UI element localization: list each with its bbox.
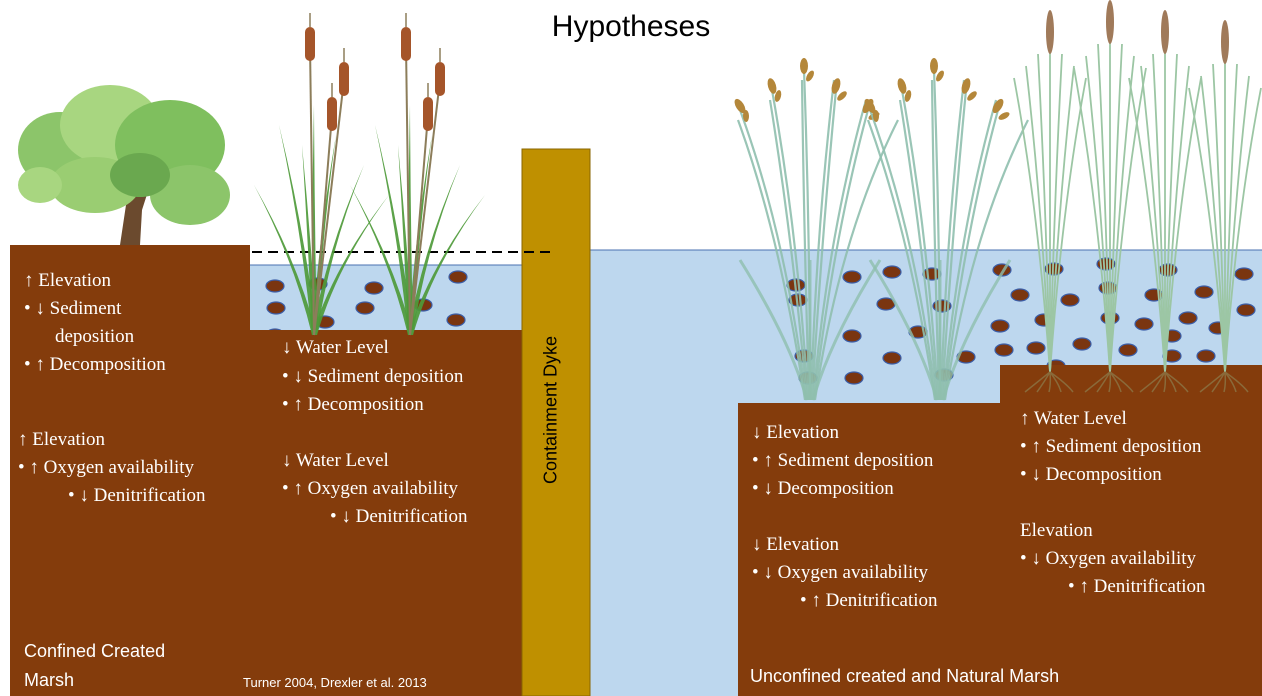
left-block2-bullet2: • ↓ Denitrification: [68, 485, 206, 506]
left-caption-line2: Marsh: [24, 670, 75, 690]
left-block2-bullet1: • ↑ Oxygen availability: [18, 457, 195, 478]
sediment-particle: [844, 371, 864, 385]
right-low-block1-bullet2: • ↓ Decomposition: [752, 478, 894, 499]
left-block1-bullet2: • ↑ Decomposition: [24, 354, 166, 375]
sediment-particle: [882, 265, 902, 279]
left-block1-bullet1: • ↓ Sediment: [24, 298, 122, 319]
sediment-particle: [446, 313, 466, 327]
sediment-particle: [990, 319, 1010, 333]
right-high-block2-bullet2: • ↑ Denitrification: [1068, 576, 1206, 597]
sediment-particle: [265, 279, 285, 293]
sediment-particle: [1060, 293, 1080, 307]
right-low-block2-bullet1: • ↓ Oxygen availability: [752, 562, 929, 583]
sediment-particle: [1072, 337, 1092, 351]
sediment-particle: [1010, 288, 1030, 302]
sediment-particle: [1134, 317, 1154, 331]
right-low-marsh-soil: [738, 403, 1000, 696]
middle-block2-heading: ↓ Water Level: [282, 450, 389, 471]
sediment-particle: [355, 301, 375, 315]
middle-block1-heading: ↓ Water Level: [282, 337, 389, 358]
sediment-particle: [1196, 349, 1216, 363]
middle-marsh-soil: [250, 330, 522, 696]
middle-block2-bullet1: • ↑ Oxygen availability: [282, 478, 459, 499]
citation: Turner 2004, Drexler et al. 2013: [243, 675, 427, 690]
sediment-particle: [266, 301, 286, 315]
sediment-particle: [882, 351, 902, 365]
right-high-block1-bullet2: • ↓ Decomposition: [1020, 464, 1162, 485]
page-title: Hypotheses: [551, 10, 711, 43]
right-low-block1-bullet1: • ↑ Sediment deposition: [752, 450, 934, 471]
middle-block1-bullet1: • ↓ Sediment deposition: [282, 366, 464, 387]
right-low-block1-heading: ↓ Elevation: [752, 422, 840, 443]
sediment-particle: [842, 329, 862, 343]
confined-water: [250, 265, 522, 330]
sediment-particle: [1234, 267, 1254, 281]
marsh-grass-icon: [734, 0, 1262, 401]
right-low-block2-heading: ↓ Elevation: [752, 534, 840, 555]
sediment-particle: [1026, 341, 1046, 355]
containment-dyke: [521, 148, 591, 696]
sediment-particle: [1194, 285, 1214, 299]
right-high-block1-bullet1: • ↑ Sediment deposition: [1020, 436, 1202, 457]
cattail-icon: [254, 13, 485, 336]
sediment-particle: [448, 270, 468, 284]
middle-block1-bullet2: • ↑ Decomposition: [282, 394, 424, 415]
right-caption: Unconfined created and Natural Marsh: [750, 666, 1060, 686]
right-high-block2-heading: Elevation: [1020, 520, 1093, 541]
dyke-label: Containment Dyke: [540, 335, 561, 485]
sediment-particle: [842, 270, 862, 284]
sediment-particle: [1178, 311, 1198, 325]
sediment-particle: [364, 281, 384, 295]
left-block1-bullet1-cont: deposition: [55, 326, 135, 347]
tree-icon: [18, 85, 230, 245]
right-high-marsh-soil: [1000, 365, 1262, 696]
left-marsh-soil: [10, 245, 250, 696]
sediment-particle: [994, 343, 1014, 357]
right-high-block1-heading: ↑ Water Level: [1020, 408, 1127, 429]
middle-block2-bullet2: • ↓ Denitrification: [330, 506, 468, 527]
sediment-particle: [1236, 303, 1256, 317]
sediment-particle: [1118, 343, 1138, 357]
right-high-block2-bullet1: • ↓ Oxygen availability: [1020, 548, 1197, 569]
left-caption: Confined Created: [24, 641, 166, 661]
right-low-block2-bullet2: • ↑ Denitrification: [800, 590, 938, 611]
left-block2-heading: ↑ Elevation: [18, 429, 106, 450]
left-block1-heading: ↑ Elevation: [24, 270, 112, 291]
